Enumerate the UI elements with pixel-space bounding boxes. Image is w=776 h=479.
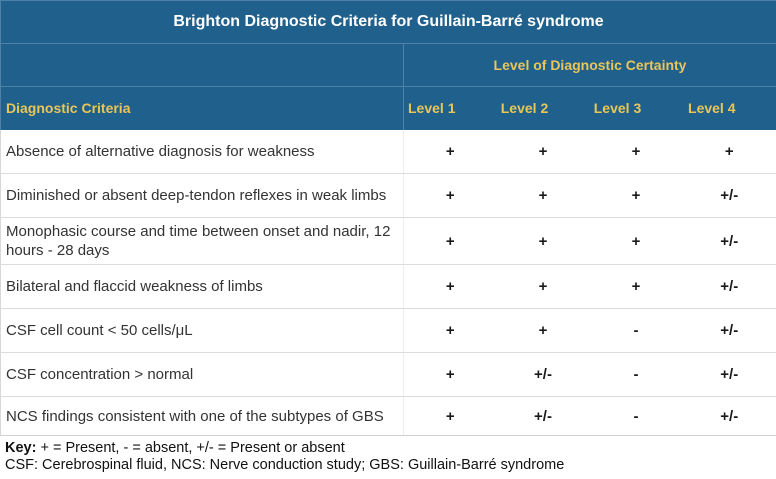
diagnostic-criteria-header: Diagnostic Criteria <box>0 86 404 130</box>
mark-cell: +/- <box>496 352 590 397</box>
criteria-header-spacer <box>0 43 404 87</box>
criteria-row: CSF cell count < 50 cells/μL + + - +/- <box>0 308 776 353</box>
criteria-row: NCS findings consistent with one of the … <box>0 396 776 436</box>
column-header-row: Diagnostic Criteria Level 1 Level 2 Leve… <box>0 86 776 130</box>
table-key: Key: + = Present, - = absent, +/- = Pres… <box>0 436 776 473</box>
mark-cell: - <box>589 352 683 397</box>
mark-cell: + <box>589 173 683 218</box>
criteria-cell: Diminished or absent deep-tendon reflexe… <box>0 173 404 218</box>
criteria-row: Monophasic course and time between onset… <box>0 217 776 265</box>
abbreviations-line: CSF: Cerebrospinal fluid, NCS: Nerve con… <box>5 456 565 473</box>
certainty-group-header: Level of Diagnostic Certainty <box>402 43 776 87</box>
title-row: Brighton Diagnostic Criteria for Guillai… <box>0 0 776 44</box>
key-label: Key: <box>5 440 37 456</box>
mark-cell: + <box>403 308 497 353</box>
criteria-row: Bilateral and flaccid weakness of limbs … <box>0 264 776 309</box>
mark-cell: +/- <box>682 264 776 309</box>
criteria-row: Absence of alternative diagnosis for wea… <box>0 129 776 174</box>
level-4-header: Level 4 <box>682 86 776 130</box>
mark-cell: + <box>589 264 683 309</box>
mark-cell: - <box>589 396 683 436</box>
mark-cell: +/- <box>682 173 776 218</box>
mark-cell: + <box>403 396 497 436</box>
level-1-header: Level 1 <box>403 86 497 130</box>
mark-cell: + <box>682 129 776 174</box>
mark-cell: + <box>403 217 497 265</box>
mark-cell: +/- <box>682 352 776 397</box>
brighton-criteria-table: Brighton Diagnostic Criteria for Guillai… <box>0 0 776 436</box>
mark-cell: + <box>496 217 590 265</box>
mark-cell: + <box>496 129 590 174</box>
mark-cell: + <box>496 308 590 353</box>
key-text: + = Present, - = absent, +/- = Present o… <box>36 440 345 456</box>
group-header-row: Level of Diagnostic Certainty <box>0 43 776 87</box>
criteria-row: CSF concentration > normal + +/- - +/- <box>0 352 776 397</box>
table-title: Brighton Diagnostic Criteria for Guillai… <box>0 0 776 44</box>
criteria-cell: Monophasic course and time between onset… <box>0 217 404 265</box>
mark-cell: +/- <box>496 396 590 436</box>
criteria-cell: CSF cell count < 50 cells/μL <box>0 308 404 353</box>
criteria-cell: CSF concentration > normal <box>0 352 404 397</box>
mark-cell: + <box>496 264 590 309</box>
level-2-header: Level 2 <box>496 86 590 130</box>
criteria-cell: NCS findings consistent with one of the … <box>0 396 404 436</box>
criteria-row: Diminished or absent deep-tendon reflexe… <box>0 173 776 218</box>
mark-cell: + <box>496 173 590 218</box>
key-line: Key: + = Present, - = absent, +/- = Pres… <box>5 440 768 457</box>
mark-cell: + <box>403 352 497 397</box>
criteria-cell: Bilateral and flaccid weakness of limbs <box>0 264 404 309</box>
mark-cell: - <box>589 308 683 353</box>
mark-cell: + <box>403 129 497 174</box>
mark-cell: + <box>403 173 497 218</box>
mark-cell: +/- <box>682 396 776 436</box>
mark-cell: +/- <box>682 308 776 353</box>
mark-cell: +/- <box>682 217 776 265</box>
mark-cell: + <box>403 264 497 309</box>
criteria-cell: Absence of alternative diagnosis for wea… <box>0 129 404 174</box>
mark-cell: + <box>589 217 683 265</box>
mark-cell: + <box>589 129 683 174</box>
level-3-header: Level 3 <box>589 86 683 130</box>
